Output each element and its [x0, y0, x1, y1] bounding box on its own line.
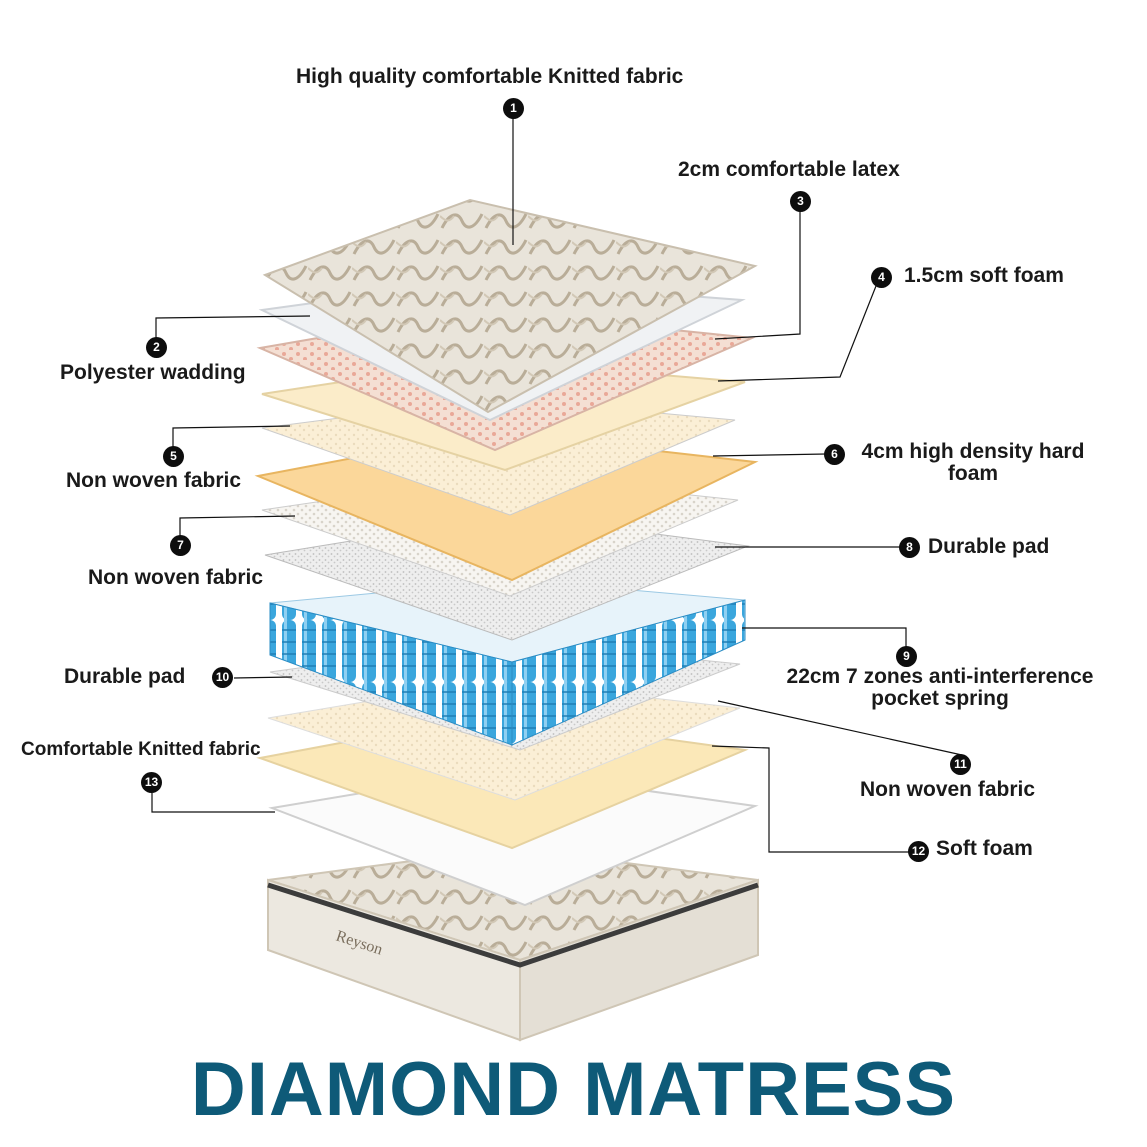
label-7: Non woven fabric [88, 566, 264, 589]
badge-3: 3 [790, 191, 811, 212]
label-11: Non woven fabric [860, 778, 1036, 801]
label-9: 22cm 7 zones anti-interference pocket sp… [786, 665, 1094, 710]
layer-1-knitted-fabric [262, 198, 758, 414]
label-4: 1.5cm soft foam [904, 264, 1064, 287]
badge-7: 7 [170, 535, 191, 556]
label-5: Non woven fabric [66, 469, 242, 492]
label-13: Comfortable Knitted fabric [21, 739, 261, 760]
badge-2: 2 [146, 337, 167, 358]
badge-12: 12 [908, 841, 929, 862]
leader-lines [151, 118, 963, 853]
badge-4: 4 [871, 267, 892, 288]
badge-6: 6 [824, 444, 845, 465]
label-8: Durable pad [928, 535, 1050, 558]
label-2: Polyester wadding [60, 361, 246, 384]
label-6: 4cm high density hard foam [861, 440, 1085, 485]
badge-13: 13 [141, 772, 162, 793]
badge-11: 11 [950, 754, 971, 775]
label-12: Soft foam [936, 837, 1033, 860]
badge-8: 8 [899, 537, 920, 558]
badge-1: 1 [503, 98, 524, 119]
label-3: 2cm comfortable latex [678, 158, 900, 181]
mattress-base: Reyson [267, 846, 759, 1042]
badge-10: 10 [212, 667, 233, 688]
page-title: DIAMOND MATRESS [190, 1047, 957, 1132]
badge-9: 9 [896, 646, 917, 667]
label-10: Durable pad [64, 665, 186, 688]
badge-5: 5 [163, 446, 184, 467]
label-1: High quality comfortable Knitted fabric [296, 65, 684, 88]
